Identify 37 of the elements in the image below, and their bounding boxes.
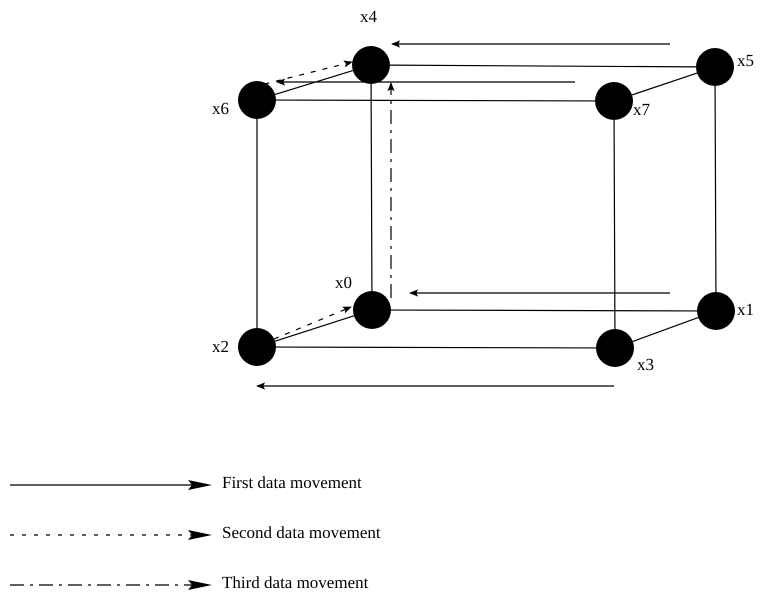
vertex-dot — [697, 292, 735, 330]
vertex-dot — [696, 48, 734, 86]
vertex-label: x0 — [335, 274, 352, 292]
cube-edge-line — [256, 119, 258, 328]
legend-text: First data movement — [222, 474, 362, 492]
vertex-dot — [353, 291, 391, 329]
cube-edge-line — [632, 72, 698, 96]
legend-text: Second data movement — [222, 524, 381, 542]
vertex-dot — [596, 329, 634, 367]
cube-edge-line — [276, 99, 595, 102]
vertex-label: x3 — [637, 356, 654, 374]
vertex-dot — [238, 328, 276, 366]
vertex-label: x2 — [212, 338, 229, 356]
cube-edge-line — [370, 84, 373, 291]
vertex-label: x7 — [633, 101, 650, 119]
movement-arrow — [256, 382, 614, 390]
vertex-label: x6 — [212, 100, 229, 118]
cube-edge-line — [274, 315, 354, 342]
vertex-dot — [352, 46, 390, 84]
cube-edge-line — [613, 120, 616, 329]
movement-arrow — [276, 78, 575, 86]
cube-edge-line — [276, 346, 596, 349]
vertex-label: x4 — [360, 8, 377, 26]
vertex-dot — [595, 82, 633, 120]
cube-edge-line — [390, 64, 696, 68]
cube-edge-line — [391, 309, 697, 312]
vertex-label: x5 — [737, 52, 754, 70]
vertex-dot — [238, 81, 276, 119]
cube-edge-line — [714, 86, 717, 292]
movement-arrow — [387, 82, 395, 298]
movement-arrow — [409, 289, 670, 297]
movement-arrow — [274, 306, 352, 340]
movement-arrow — [391, 40, 670, 48]
legend-text: Third data movement — [222, 574, 368, 592]
vertex-label: x1 — [737, 301, 754, 319]
cube-edge-line — [274, 70, 354, 95]
cube-edge-line — [632, 316, 698, 342]
